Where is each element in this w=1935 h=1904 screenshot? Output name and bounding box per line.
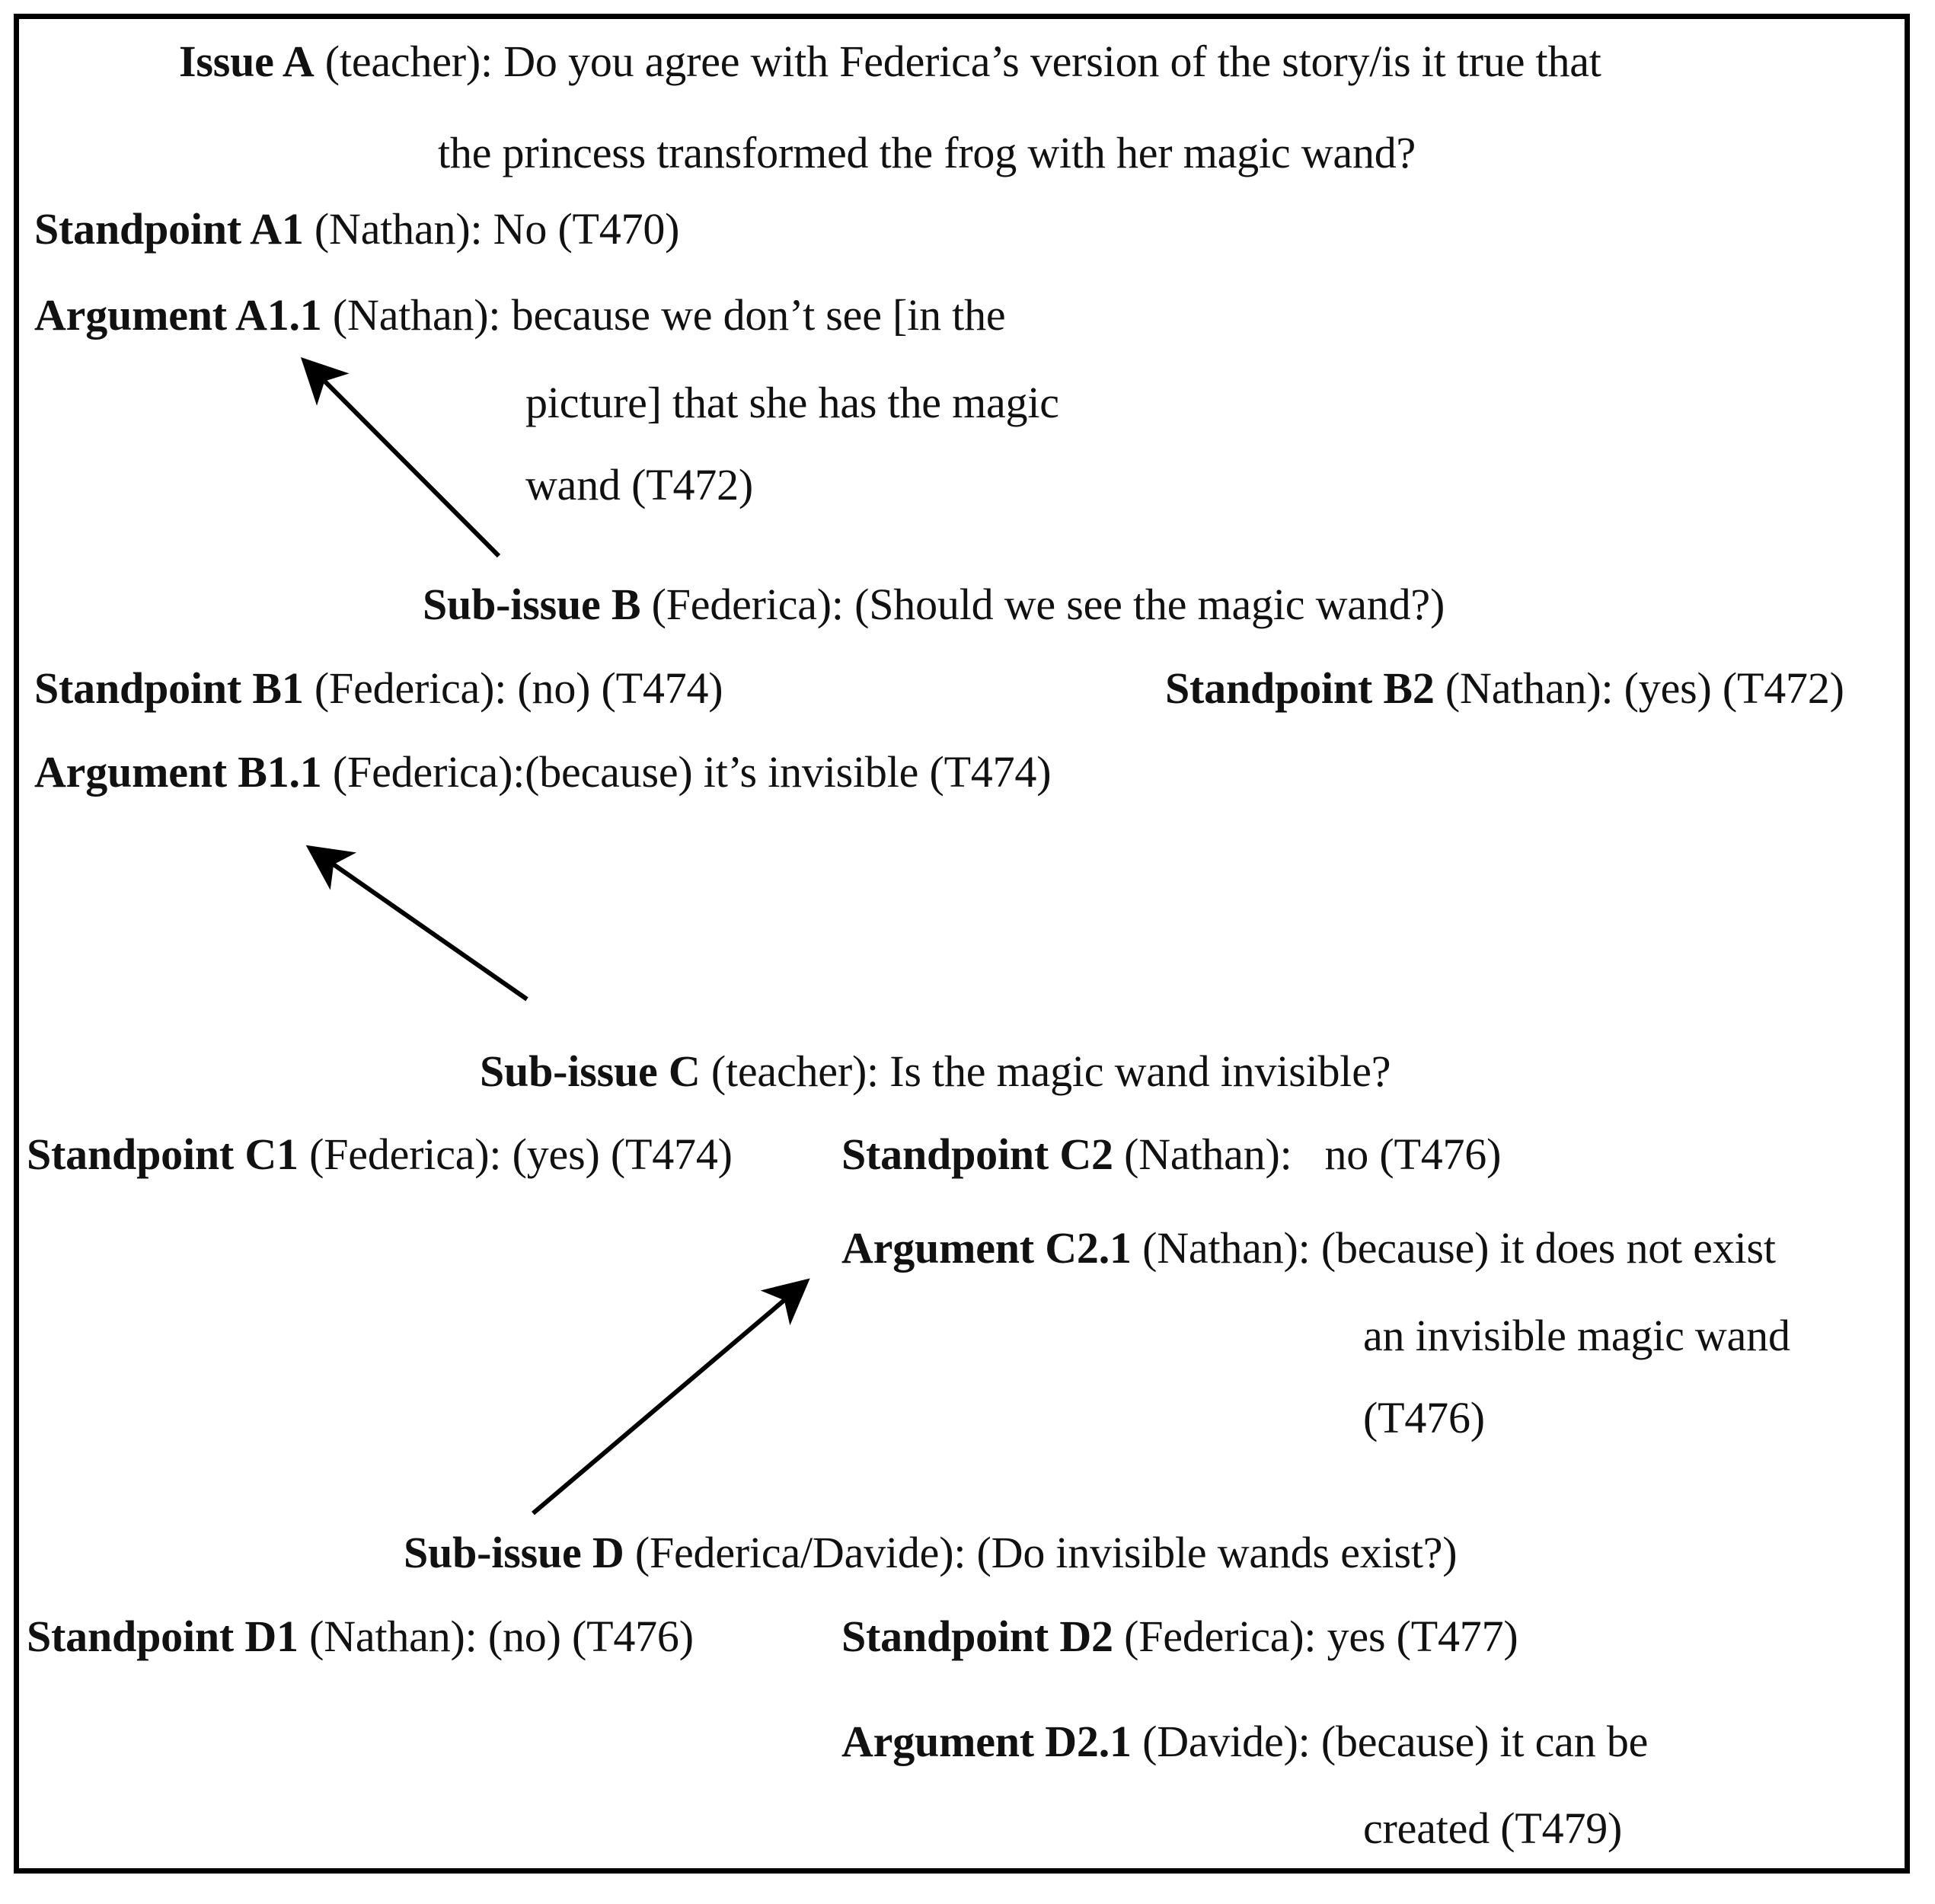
node-issue-a-line2: the princess transformed the frog with h… (438, 131, 1416, 175)
node-sub-issue-c: Sub-issue C (teacher): Is the magic wand… (480, 1049, 1391, 1094)
node-text-standpoint-c1: (Federica): (yes) (T474) (298, 1129, 733, 1179)
node-text-standpoint-b2: (Nathan): (yes) (T472) (1434, 663, 1844, 713)
node-text-sub-issue-b: (Federica): (Should we see the magic wan… (640, 580, 1445, 629)
node-argument-d21-line2: created (T479) (1363, 1807, 1622, 1851)
node-argument-c21-line2: an invisible magic wand (1363, 1314, 1790, 1358)
node-text-argument-a11-line2: picture] that she has the magic (525, 378, 1059, 427)
node-label-argument-a11: Argument A1.1 (34, 290, 322, 340)
node-text-standpoint-b1: (Federica): (no) (T474) (303, 663, 723, 713)
node-argument-a11-line2: picture] that she has the magic (525, 381, 1059, 425)
node-text-argument-d21-line2: created (T479) (1363, 1803, 1623, 1853)
node-text-standpoint-d2: (Federica): yes (T477) (1113, 1612, 1518, 1661)
node-text-issue-a: (teacher): Do you agree with Federica’s … (314, 37, 1601, 86)
node-standpoint-b2: Standpoint B2 (Nathan): (yes) (T472) (1165, 666, 1844, 711)
node-text-standpoint-a1: (Nathan): No (T470) (303, 204, 680, 254)
node-text-argument-b11: (Federica):(because) it’s invisible (T47… (321, 747, 1052, 797)
node-issue-a: Issue A (teacher): Do you agree with Fed… (179, 40, 1601, 84)
node-label-standpoint-d1: Standpoint D1 (27, 1612, 299, 1661)
node-standpoint-c2: Standpoint C2 (Nathan): no (T476) (841, 1132, 1501, 1177)
node-label-standpoint-b1: Standpoint B1 (34, 663, 304, 713)
node-text-argument-a11-line3: wand (T472) (525, 460, 753, 510)
node-argument-d21: Argument D2.1 (Davide): (because) it can… (841, 1720, 1648, 1764)
node-sub-issue-b: Sub-issue B (Federica): (Should we see t… (423, 583, 1445, 627)
node-label-argument-d21: Argument D2.1 (841, 1717, 1132, 1766)
node-text-standpoint-d1: (Nathan): (no) (T476) (298, 1612, 694, 1661)
node-argument-b11: Argument B1.1 (Federica):(because) it’s … (34, 747, 1052, 797)
node-label-sub-issue-c: Sub-issue C (480, 1046, 701, 1096)
node-label-issue-a: Issue A (179, 37, 315, 86)
node-text-argument-c21-line2: an invisible magic wand (1363, 1311, 1790, 1360)
node-text-sub-issue-c: (teacher): Is the magic wand invisible? (700, 1046, 1391, 1096)
node-text-argument-c21-line3: (T476) (1363, 1393, 1485, 1442)
node-text-sub-issue-d: (Federica/Davide): (Do invisible wands e… (624, 1528, 1458, 1577)
node-text-standpoint-c2: (Nathan): no (T476) (1113, 1129, 1502, 1179)
node-argument-a11: Argument A1.1 (Nathan): because we don’t… (34, 290, 1006, 340)
node-standpoint-c1: Standpoint C1 (Federica): (yes) (T474) (27, 1132, 733, 1177)
node-label-standpoint-c2: Standpoint C2 (841, 1129, 1113, 1179)
node-argument-c21-line3: (T476) (1363, 1396, 1485, 1440)
node-argument-a11-line3: wand (T472) (525, 463, 753, 507)
node-standpoint-a1: Standpoint A1 (Nathan): No (T470) (34, 204, 680, 254)
node-standpoint-d2: Standpoint D2 (Federica): yes (T477) (841, 1615, 1518, 1659)
node-text-argument-c21: (Nathan): (because) it does not exist (1131, 1223, 1776, 1273)
node-sub-issue-d: Sub-issue D (Federica/Davide): (Do invis… (404, 1528, 1458, 1577)
node-text-argument-a11: (Nathan): because we don’t see [in the (321, 290, 1006, 340)
node-text-issue-a-line2: the princess transformed the frog with h… (438, 128, 1416, 177)
node-label-standpoint-a1: Standpoint A1 (34, 204, 304, 254)
node-label-argument-c21: Argument C2.1 (841, 1223, 1132, 1273)
node-label-standpoint-c1: Standpoint C1 (27, 1129, 299, 1179)
node-argument-c21: Argument C2.1 (Nathan): (because) it doe… (841, 1226, 1776, 1270)
node-label-standpoint-d2: Standpoint D2 (841, 1612, 1113, 1661)
node-label-sub-issue-b: Sub-issue B (423, 580, 641, 629)
node-standpoint-d1: Standpoint D1 (Nathan): (no) (T476) (27, 1615, 694, 1659)
node-text-argument-d21: (Davide): (because) it can be (1131, 1717, 1649, 1766)
node-label-argument-b11: Argument B1.1 (34, 747, 322, 797)
node-standpoint-b1: Standpoint B1 (Federica): (no) (T474) (34, 666, 723, 711)
node-label-standpoint-b2: Standpoint B2 (1165, 663, 1435, 713)
node-label-sub-issue-d: Sub-issue D (404, 1528, 624, 1577)
